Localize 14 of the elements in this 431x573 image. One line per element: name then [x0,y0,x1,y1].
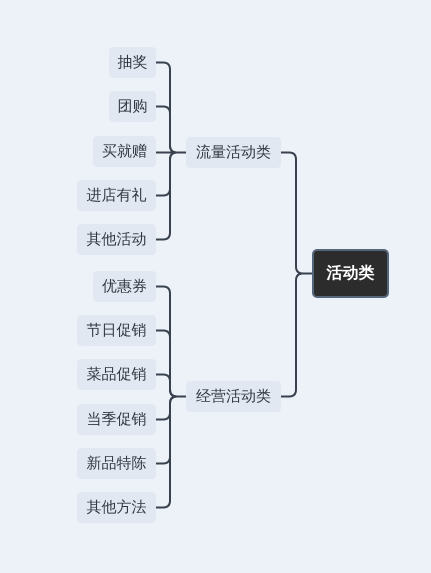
topic-box: 流量活动类 [186,137,281,168]
topic-box: 当季促销 [77,404,156,435]
topic-box: 进店有礼 [77,180,156,211]
topic-box: 其他活动 [77,224,156,255]
topic-box: 经营活动类 [186,381,281,412]
topic-box: 买就赠 [93,136,156,167]
topic-box: 团购 [109,91,156,122]
topic-box: 菜品促销 [77,359,156,390]
topic-box: 优惠券 [93,271,156,302]
topic-box: 抽奖 [109,47,156,78]
topic-box: 其他方法 [77,492,156,523]
topic-box: 节日促销 [77,315,156,346]
topic-box: 新品特陈 [77,448,156,479]
central-topic: 活动类 [312,249,389,298]
